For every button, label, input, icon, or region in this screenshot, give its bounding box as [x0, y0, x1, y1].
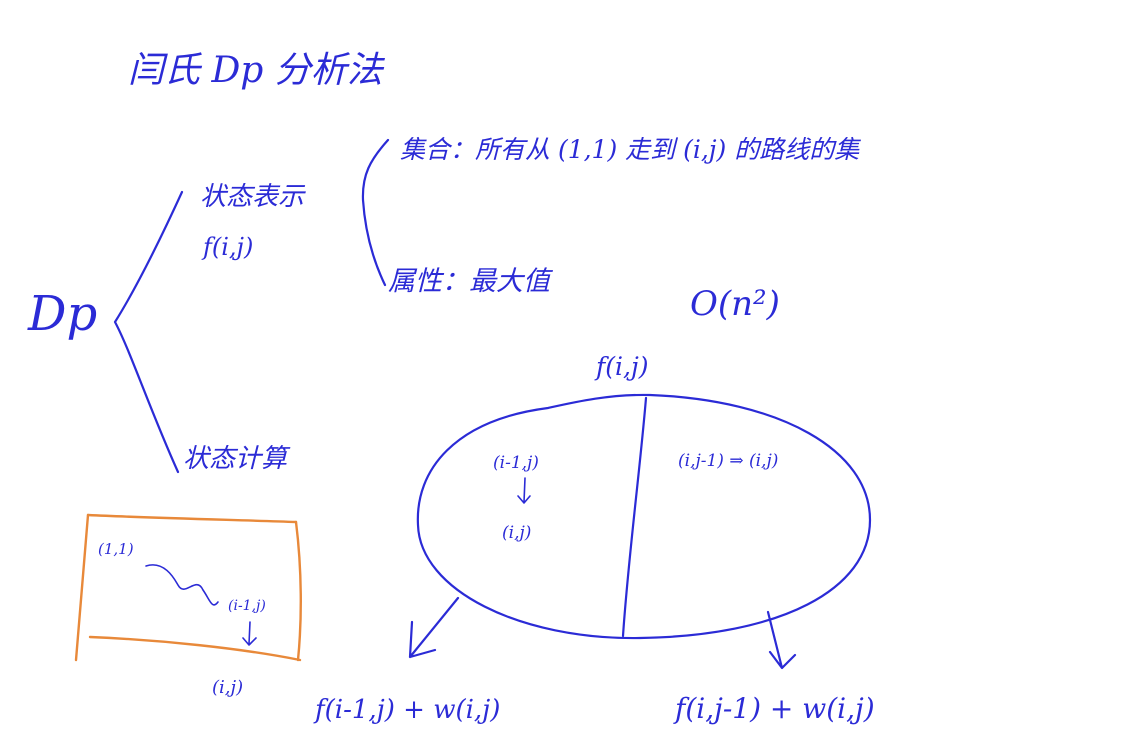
grid-start-label: (1,1): [98, 540, 134, 558]
set-description: 集合：所有从 (1,1) 走到 (i,j) 的路线的集: [400, 135, 861, 164]
right-subset-label: (i,j-1) ⇒ (i,j): [678, 451, 778, 471]
right-down-arrow: [766, 610, 797, 670]
partition-divider: [621, 396, 648, 638]
grid-path: [145, 564, 219, 606]
partition-top-label: f(i,j): [594, 352, 648, 381]
repr-brace: [361, 138, 390, 287]
state-repr-formula: f(i,j): [201, 233, 253, 261]
root-label: Dp: [27, 286, 97, 342]
grid-end-arrow: [242, 621, 257, 646]
diagram-title: 闫氏 Dp 分析法: [128, 50, 386, 91]
grid-mid-label: (i-1,j): [228, 598, 266, 614]
left-subset-bottom: (i,j): [502, 523, 531, 543]
right-transition: f(i,j-1) + w(i,j): [673, 692, 875, 725]
left-subset-arrow: [517, 477, 531, 504]
set-ellipse: [416, 393, 872, 640]
grid-end-label: (i,j): [212, 677, 243, 698]
left-down-arrow: [408, 596, 460, 659]
left-subset-top: (i-1,j): [493, 453, 539, 473]
complexity-label: O(n²): [690, 284, 780, 324]
grid-box: [74, 513, 302, 662]
attribute-description: 属性：最大值: [388, 266, 554, 297]
root-brace: [113, 190, 184, 474]
left-transition: f(i-1,j) + w(i,j): [313, 695, 500, 725]
state-repr-label: 状态表示: [200, 182, 306, 212]
state-calc-label: 状态计算: [183, 444, 291, 474]
